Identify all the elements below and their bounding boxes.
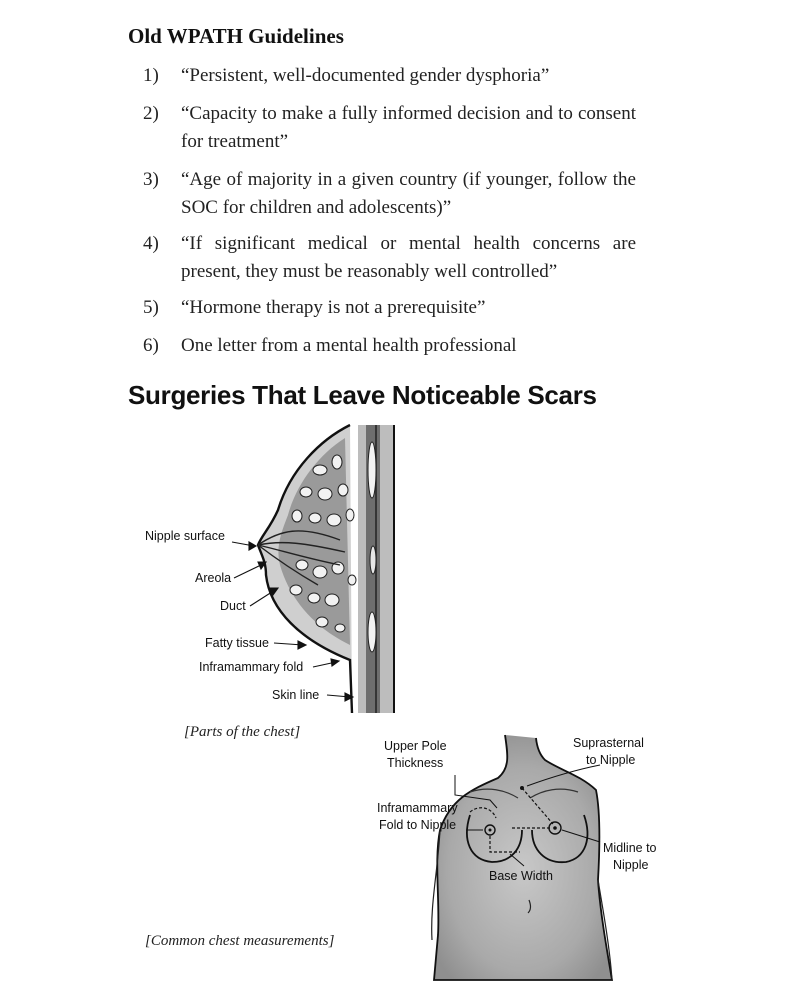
list-item-text: “Hormone therapy is not a prerequisite” <box>181 297 486 318</box>
label-base-width: Base Width <box>489 869 553 883</box>
label-suprasternal-line1: Suprasternal <box>573 736 644 750</box>
label-midline-line1: Midline to <box>603 841 657 855</box>
label-areola: Areola <box>195 571 232 585</box>
label-imf-line2: Fold to Nipple <box>379 818 457 832</box>
list-item-number: 3) <box>143 169 159 190</box>
label-skin-line: Skin line <box>272 688 320 702</box>
list-item-number: 6) <box>143 335 159 356</box>
label-inframammary-fold: Inframammary fold <box>199 660 304 674</box>
label-fatty-tissue: Fatty tissue <box>205 636 269 650</box>
label-imf-line1: Inframammary <box>377 801 458 815</box>
section-title-wpath: Old WPATH Guidelines <box>128 24 344 48</box>
list-item-text: “Capacity to make a fully informed decis… <box>181 103 636 152</box>
caption-common-chest-measurements: [Common chest measurements] <box>145 933 335 949</box>
label-nipple-surface: Nipple surface <box>145 529 225 543</box>
label-suprasternal-line2: to Nipple <box>586 753 636 767</box>
list-item-number: 1) <box>143 65 159 86</box>
list-item-number: 2) <box>143 103 159 124</box>
caption-parts-of-chest: [Parts of the chest] <box>184 724 301 740</box>
label-duct: Duct <box>220 599 246 613</box>
label-upper-pole-line2: Thickness <box>387 756 444 770</box>
section-title-scars: Surgeries That Leave Noticeable Scars <box>128 380 597 410</box>
list-item-number: 4) <box>143 233 159 254</box>
list-item-text: “If significant medical or mental health… <box>181 233 636 282</box>
list-item-text: One letter from a mental health professi… <box>181 335 517 356</box>
label-midline-line2: Nipple <box>613 858 649 872</box>
list-item-text: “Age of majority in a given country (if … <box>181 169 636 218</box>
list-item-text: “Persistent, well-documented gender dysp… <box>181 65 550 86</box>
label-upper-pole-line1: Upper Pole <box>384 739 447 753</box>
list-item-number: 5) <box>143 297 159 318</box>
